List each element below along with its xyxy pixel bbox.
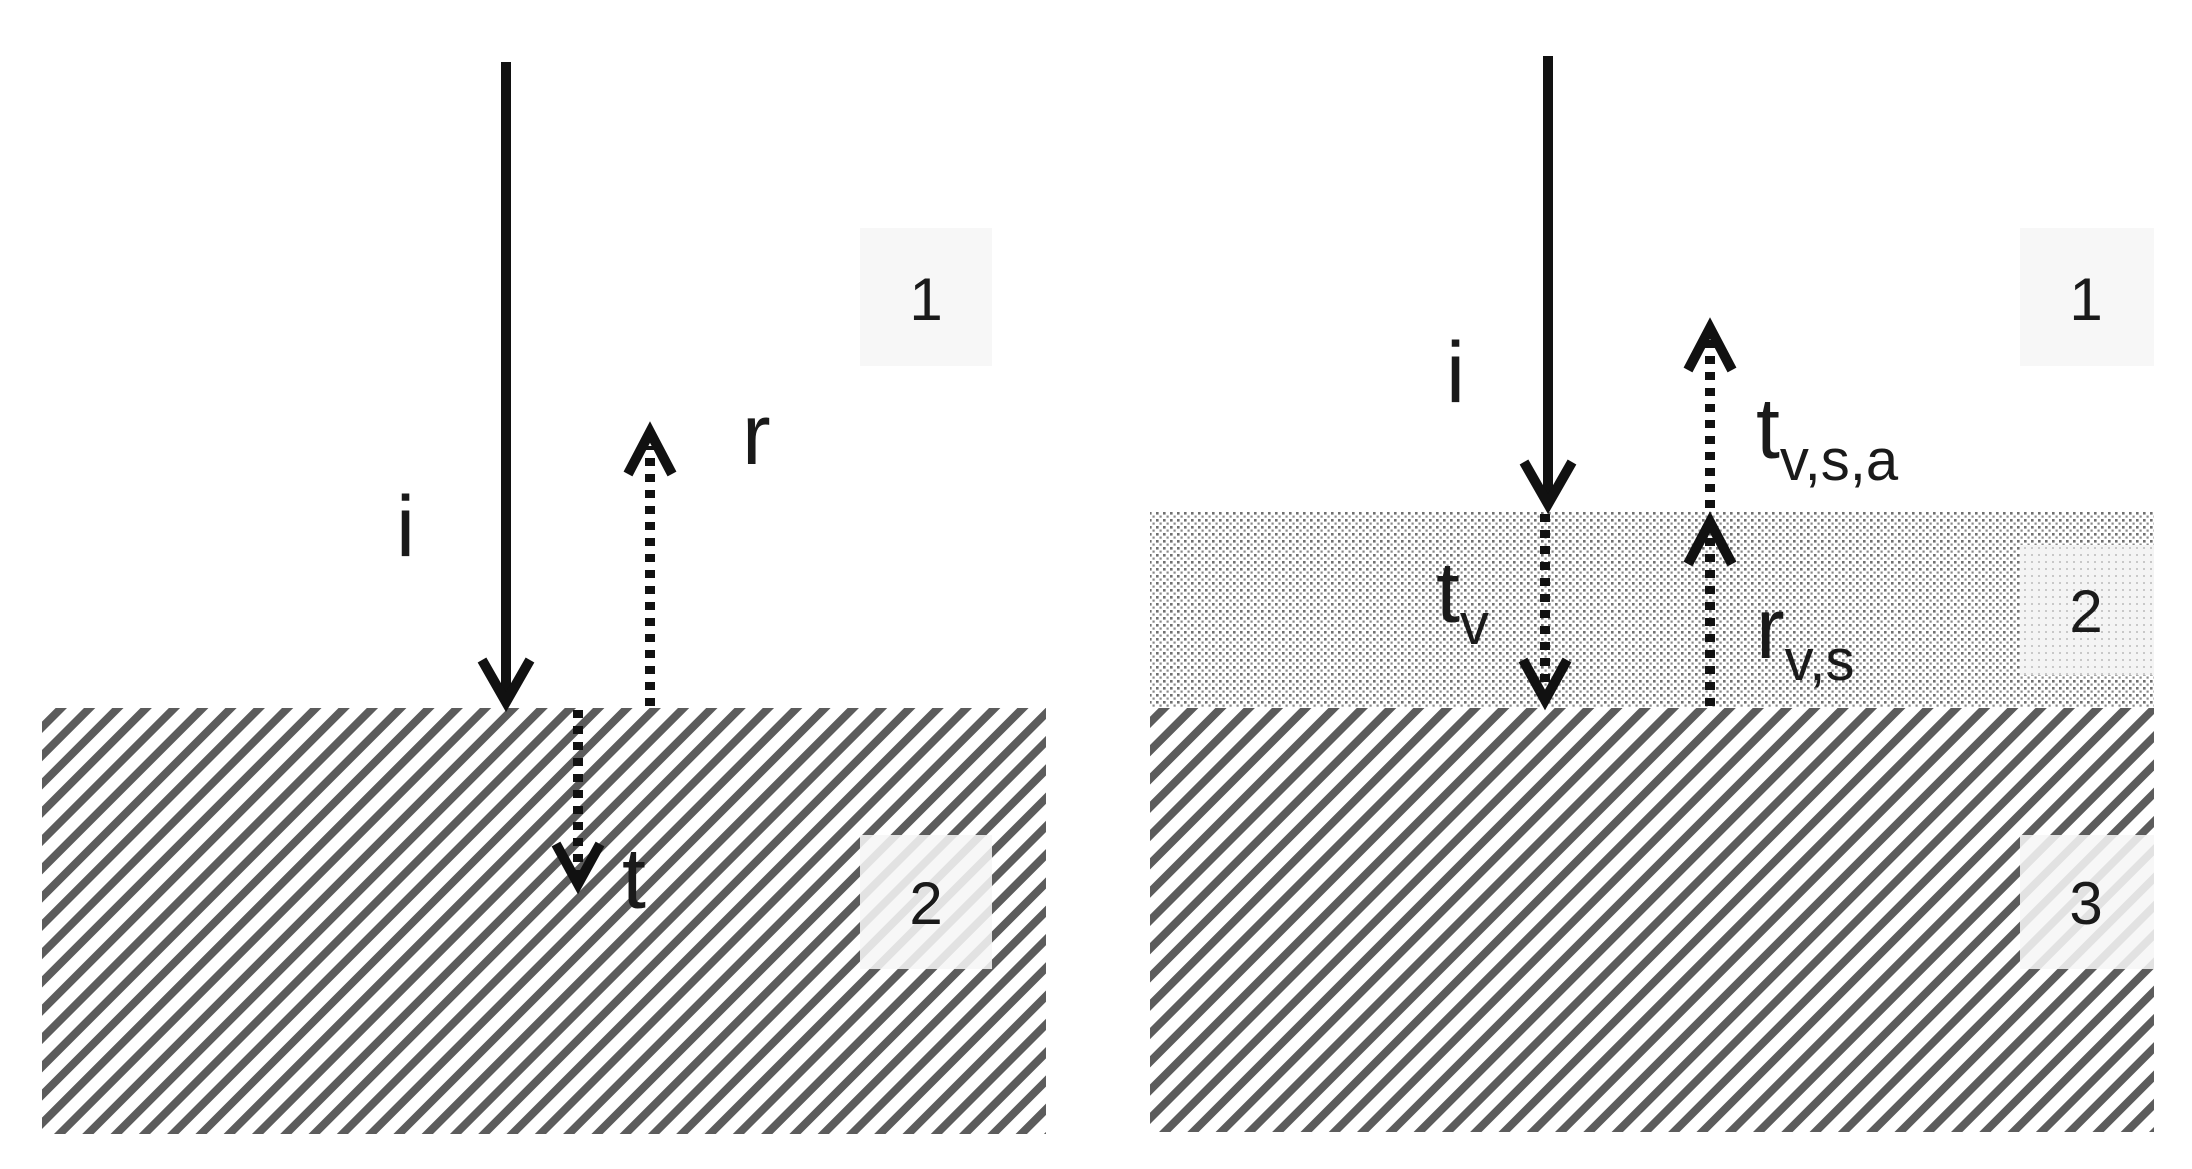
right-exit-arrow xyxy=(1683,317,1737,508)
left-transmitted-arrow xyxy=(551,710,605,895)
left-reflected-arrow xyxy=(623,421,677,706)
right-transmitted-main: t xyxy=(1436,545,1460,641)
right-incident-arrow xyxy=(1519,56,1577,515)
right-region-3-box xyxy=(2020,835,2154,969)
left-region-1-box xyxy=(860,228,992,366)
right-incident-label: i xyxy=(1446,325,1465,421)
right-reflected-arrow xyxy=(1683,511,1737,706)
right-reflected-sub: v,s xyxy=(1785,628,1855,693)
right-region-2-label: 2 xyxy=(2069,578,2102,645)
left-reflected-label: r xyxy=(742,387,771,483)
right-layer-region xyxy=(1150,512,2154,708)
right-transmitted-sub: v xyxy=(1460,592,1489,657)
right-region-3-label: 3 xyxy=(2069,870,2102,937)
right-substrate-region xyxy=(1150,708,2154,1132)
right-exit-label: tv,s,a xyxy=(1756,381,1899,493)
right-exit-sub: v,s,a xyxy=(1780,428,1899,493)
right-exit-main: t xyxy=(1756,381,1780,477)
left-region-1-label: 1 xyxy=(909,266,942,333)
right-region-1-label: 1 xyxy=(2069,266,2102,333)
right-transmitted-arrow xyxy=(1518,514,1572,711)
left-region-2-box xyxy=(860,835,992,969)
left-incident-label: i xyxy=(396,479,415,575)
right-reflected-label: rv,s xyxy=(1756,581,1854,693)
left-region-2-label: 2 xyxy=(909,870,942,937)
left-diagram: i r t 1 2 xyxy=(42,62,1046,1134)
right-transmitted-label: tv xyxy=(1436,545,1489,657)
left-transmitted-label: t xyxy=(622,831,646,927)
right-region-1-box xyxy=(2020,228,2154,366)
right-reflected-main: r xyxy=(1756,581,1785,677)
right-diagram: i tv rv,s tv,s,a 1 2 3 xyxy=(1150,56,2154,1132)
left-incident-arrow xyxy=(477,62,535,713)
right-region-2-box xyxy=(2020,545,2154,675)
